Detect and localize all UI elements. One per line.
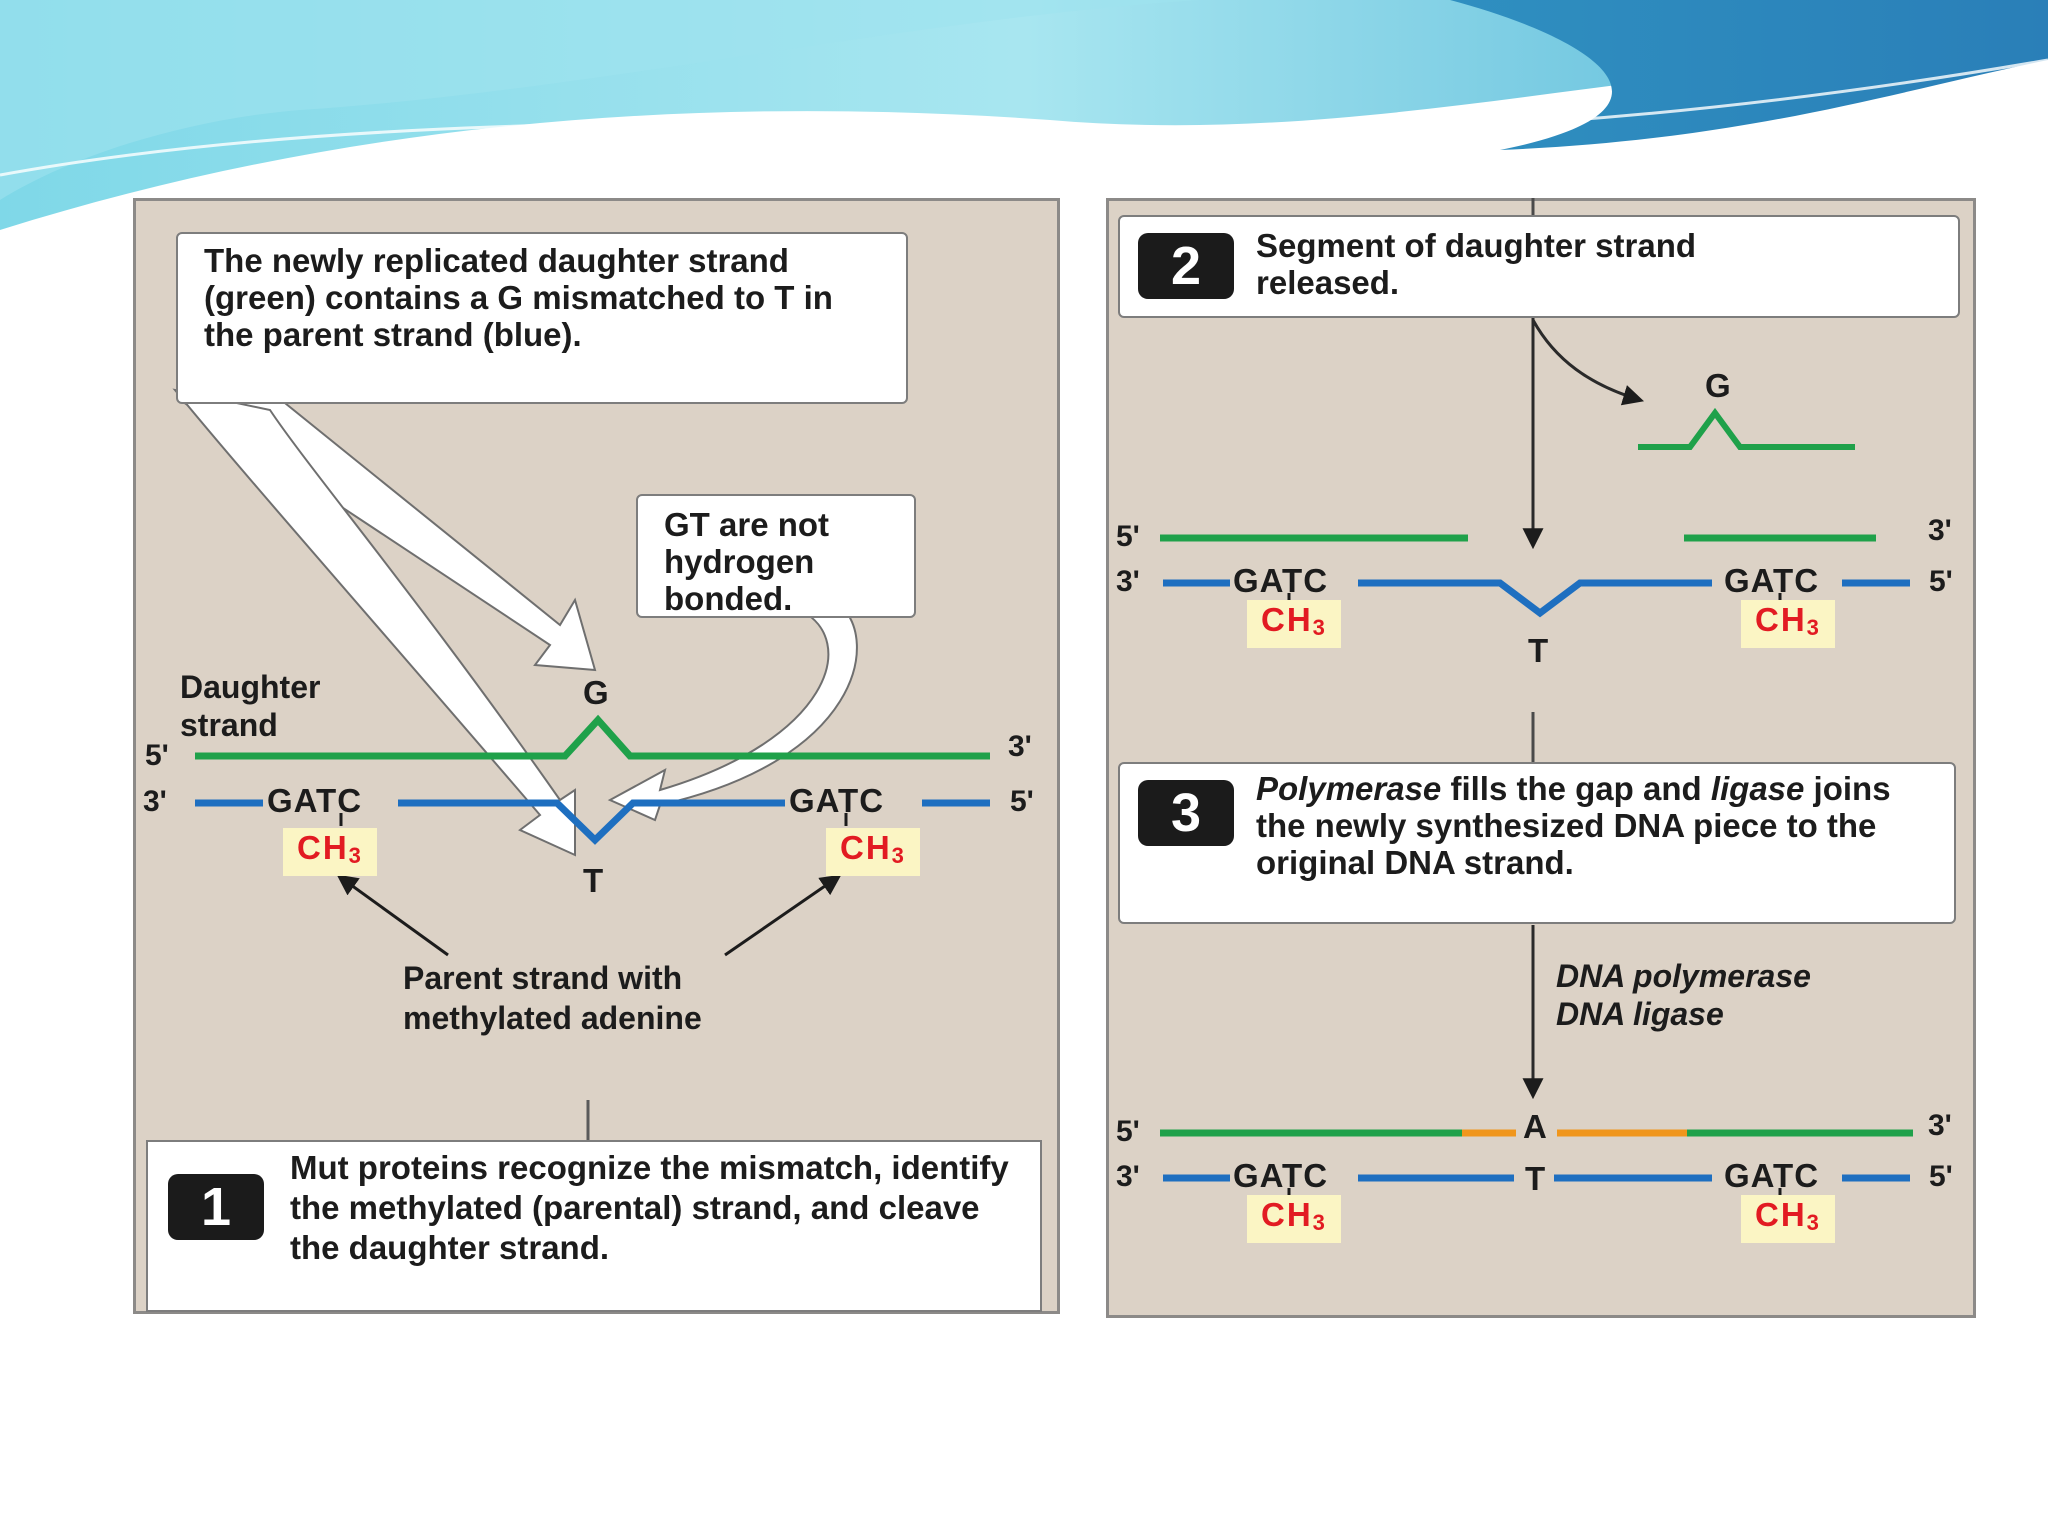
- callout-mismatch: The newly replicated daughter strand (gr…: [176, 232, 908, 404]
- s3-gatc-site-right: GATC: [1724, 1157, 1819, 1195]
- s2-daughter-3-prime: 3': [1928, 512, 1952, 550]
- gatc-site-left: GATC: [267, 782, 362, 820]
- parent-strand-note: Parent strand with methylated adenine: [403, 958, 853, 1038]
- s3-corrected-base-a: A: [1523, 1108, 1548, 1146]
- parent-3-prime: 3': [143, 783, 167, 821]
- step3-polymerase-term: Polymerase: [1256, 770, 1441, 807]
- release-arrow: [1533, 320, 1640, 400]
- callout-gt-text: GT are not hydrogen bonded.: [664, 506, 829, 617]
- step1-box: 1 Mut proteins recognize the mismatch, i…: [146, 1140, 1042, 1312]
- s3-methyl-group-left: CH3: [1247, 1195, 1341, 1243]
- s2-gatc-site-right: GATC: [1724, 562, 1819, 600]
- step2-badge: 2: [1138, 233, 1234, 299]
- s3-methyl-group-right: CH3: [1741, 1195, 1835, 1243]
- step3-ligase-term: ligase: [1711, 770, 1805, 807]
- s3-parent-3-prime: 3': [1116, 1158, 1140, 1196]
- step2-text: Segment of daughter strand released.: [1256, 227, 1816, 301]
- methyl-group-left: CH3: [283, 828, 377, 876]
- s2-methyl-group-right: CH3: [1741, 600, 1835, 648]
- s2-parent-5-prime: 5': [1929, 563, 1953, 601]
- s2-gatc-site-left: GATC: [1233, 562, 1328, 600]
- gatc-site-right: GATC: [789, 782, 884, 820]
- enzyme-label-polymerase: DNA polymerase: [1556, 957, 1811, 995]
- s2-methyl-group-left: CH3: [1247, 600, 1341, 648]
- daughter-5-prime: 5': [145, 737, 169, 775]
- s3-daughter-3-prime: 3': [1928, 1107, 1952, 1145]
- methyl-group-right: CH3: [826, 828, 920, 876]
- step3-badge: 3: [1138, 780, 1234, 846]
- s2-template-base-t: T: [1528, 632, 1549, 670]
- mismatched-base-g: G: [583, 674, 610, 712]
- s3-template-base-t: T: [1525, 1160, 1546, 1198]
- s3-daughter-5-prime: 5': [1116, 1113, 1140, 1151]
- s3-gatc-site-left: GATC: [1233, 1157, 1328, 1195]
- daughter-3-prime: 3': [1008, 728, 1032, 766]
- callout-gt-not-bonded: GT are not hydrogen bonded.: [636, 494, 916, 618]
- step3-text: Polymerase fills the gap and ligase join…: [1256, 770, 1944, 881]
- step1-badge: 1: [168, 1174, 264, 1240]
- step2-box: 2 Segment of daughter strand released.: [1118, 215, 1960, 318]
- daughter-strand-label: Daughter strand: [180, 668, 380, 744]
- released-segment: [1638, 413, 1855, 447]
- s2-daughter-5-prime: 5': [1116, 518, 1140, 556]
- template-base-t: T: [583, 862, 604, 900]
- callout-mismatch-text: The newly replicated daughter strand (gr…: [204, 242, 833, 353]
- s3-parent-5-prime: 5': [1929, 1158, 1953, 1196]
- s2-parent-3-prime: 3': [1116, 563, 1140, 601]
- step3-box: 3 Polymerase fills the gap and ligase jo…: [1118, 762, 1956, 924]
- arrow-to-methyl-right: [725, 877, 838, 955]
- released-base-g: G: [1705, 367, 1732, 405]
- step1-text: Mut proteins recognize the mismatch, ide…: [290, 1148, 1030, 1268]
- parent-5-prime: 5': [1010, 783, 1034, 821]
- arrow-to-methyl-left: [340, 877, 448, 955]
- enzyme-label-ligase: DNA ligase: [1556, 995, 1724, 1033]
